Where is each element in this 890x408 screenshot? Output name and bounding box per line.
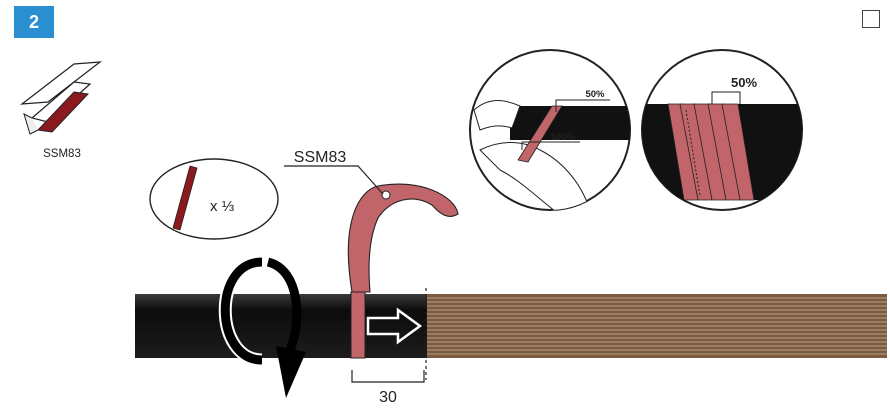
step-checkbox[interactable] [862, 10, 880, 28]
rotate-arrow-icon [218, 255, 306, 398]
tape-label: SSM83 [294, 149, 347, 166]
detail-start-overlap-bottom: 100% [551, 132, 576, 143]
detail-circle-start [469, 49, 631, 211]
detail-start-overlap-top: 50% [585, 89, 605, 100]
cut-hint-bubble: x ⅓ [149, 158, 279, 240]
detail-wrapped-overlap: 50% [731, 75, 757, 90]
dimension-value: 30 [379, 389, 397, 406]
step-number-badge: 2 [14, 6, 54, 38]
tape-strip-icon [172, 165, 198, 231]
dimension-bracket [351, 370, 425, 383]
tape-wrap [347, 183, 459, 359]
product-label: SSM83 [43, 148, 81, 160]
detail-circle-wrapped [641, 49, 803, 211]
push-arrow-icon [366, 307, 423, 345]
tape-pack-icon [20, 61, 102, 135]
cut-hint-text: x ⅓ [210, 198, 235, 215]
cable-conductors [424, 294, 887, 358]
tape-leader-line [284, 165, 384, 195]
